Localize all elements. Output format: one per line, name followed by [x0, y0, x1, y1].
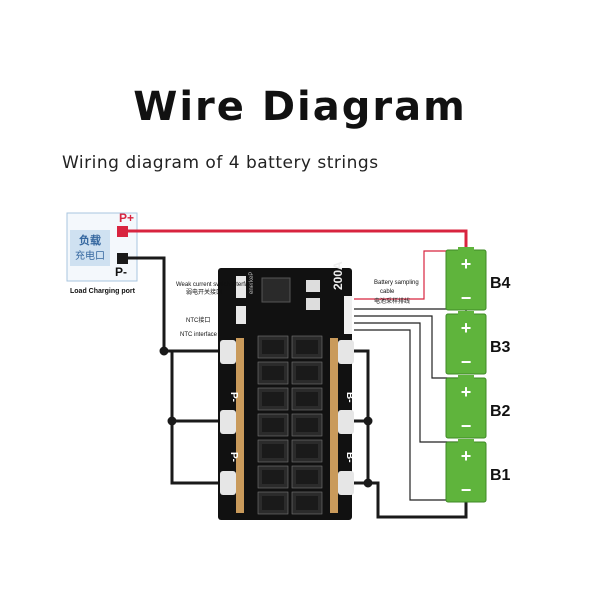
battery-stack: + − B4 + − B3 + − B2 + − B1 [445, 247, 511, 503]
battery-plus-sign: + [461, 382, 472, 402]
p-terminals: P- P- [220, 340, 239, 495]
battery-cap [458, 375, 474, 379]
component-1 [306, 280, 320, 292]
weak-current-label: Weak current switch interface [176, 282, 255, 288]
mosfet-body [262, 444, 284, 458]
mosfet-body [296, 470, 318, 484]
load-port-label-bg [70, 230, 110, 266]
mosfet-body [262, 470, 284, 484]
terminal-label-b-2: B- [344, 452, 355, 463]
battery-cap [458, 247, 474, 251]
battery-b1: + − B1 [445, 439, 511, 503]
battery-b2: + − B2 [445, 375, 511, 439]
mosfet-body [296, 444, 318, 458]
sampling-connector [344, 296, 352, 334]
mosfet-body [296, 340, 318, 354]
page-subtitle: Wiring diagram of 4 battery strings [62, 153, 379, 173]
mosfet-array [257, 335, 323, 515]
battery-label: B4 [490, 275, 511, 292]
mosfet-body [262, 340, 284, 354]
wire-p-plus [128, 229, 468, 248]
busbar-b [330, 338, 338, 513]
p-minus-terminal [117, 253, 128, 264]
battery-plus-sign: + [461, 318, 472, 338]
weak-current-connector [236, 276, 246, 298]
mosfet-body [262, 496, 284, 510]
battery-cap [458, 311, 474, 315]
ntc-connector [236, 306, 246, 324]
battery-label: B1 [490, 467, 511, 484]
terminal-label-b-1: B- [344, 392, 355, 403]
terminal-label-p-1: P- [228, 392, 239, 402]
weak-current-label-cn: 弱电开关接口 [186, 288, 222, 296]
ntc-label-cn: NTC接口 [186, 316, 210, 324]
battery-minus-sign: − [461, 352, 472, 372]
chip [261, 277, 291, 303]
sampling-label-cn: 电池采样排线 [374, 297, 410, 305]
terminal-label-p-2: P- [228, 452, 239, 462]
battery-plus-sign: + [461, 254, 472, 274]
load-port: 负载 充电口 P+ P- Load Charging port [66, 211, 138, 295]
page-title: Wire Diagram [133, 84, 467, 130]
battery-b4: + − B4 [445, 247, 511, 311]
mosfet-body [296, 418, 318, 432]
battery-label: B3 [490, 339, 511, 356]
battery-label: B2 [490, 403, 511, 420]
mosfet-body [262, 366, 284, 380]
mosfet-body [296, 496, 318, 510]
load-port-caption: Load Charging port [70, 288, 136, 295]
p-plus-terminal [117, 226, 128, 237]
bms-board: 200A enerkeP P- P- B- B- [218, 261, 355, 520]
battery-minus-sign: − [461, 480, 472, 500]
load-port-label-cn-2: 充电口 [75, 249, 105, 262]
p-minus-label: P- [115, 265, 127, 279]
busbar-p [236, 338, 244, 513]
component-2 [306, 298, 320, 310]
board-brand: enerkeP [249, 272, 255, 294]
b-terminals: B- B- [338, 340, 355, 495]
sampling-label-1: Battery sampling [374, 280, 419, 286]
p-plus-label: P+ [119, 211, 134, 225]
sampling-label-2: cable [380, 289, 395, 295]
mosfet-body [262, 418, 284, 432]
mosfet-body [296, 366, 318, 380]
battery-b3: + − B3 [445, 311, 511, 375]
battery-minus-sign: − [461, 288, 472, 308]
wire-b-minus [352, 349, 468, 519]
battery-minus-sign: − [461, 416, 472, 436]
battery-plus-sign: + [461, 446, 472, 466]
battery-cap [458, 439, 474, 443]
load-port-label-cn-1: 负载 [79, 233, 101, 247]
ntc-label: NTC interface [180, 332, 218, 338]
board-rating: 200A [331, 261, 345, 290]
mosfet-body [262, 392, 284, 406]
mosfet-body [296, 392, 318, 406]
